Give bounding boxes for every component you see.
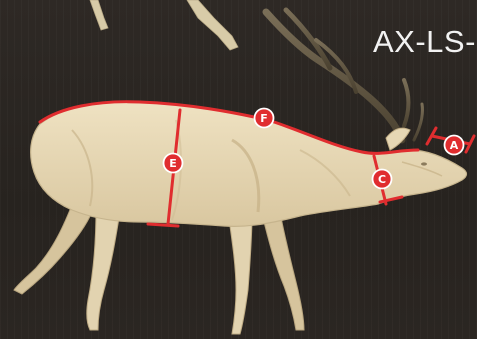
background-antlers	[90, 0, 238, 50]
svg-text:C: C	[378, 173, 386, 186]
measure-cap-e	[148, 224, 178, 226]
antlers	[266, 10, 423, 140]
svg-text:A: A	[450, 139, 459, 152]
svg-text:F: F	[260, 112, 268, 125]
deer-body	[14, 102, 467, 334]
marker-f: F	[255, 109, 274, 128]
marker-a: A	[445, 136, 464, 155]
svg-text:E: E	[169, 157, 177, 170]
marker-e: E	[164, 154, 183, 173]
marker-c: C	[373, 170, 392, 189]
